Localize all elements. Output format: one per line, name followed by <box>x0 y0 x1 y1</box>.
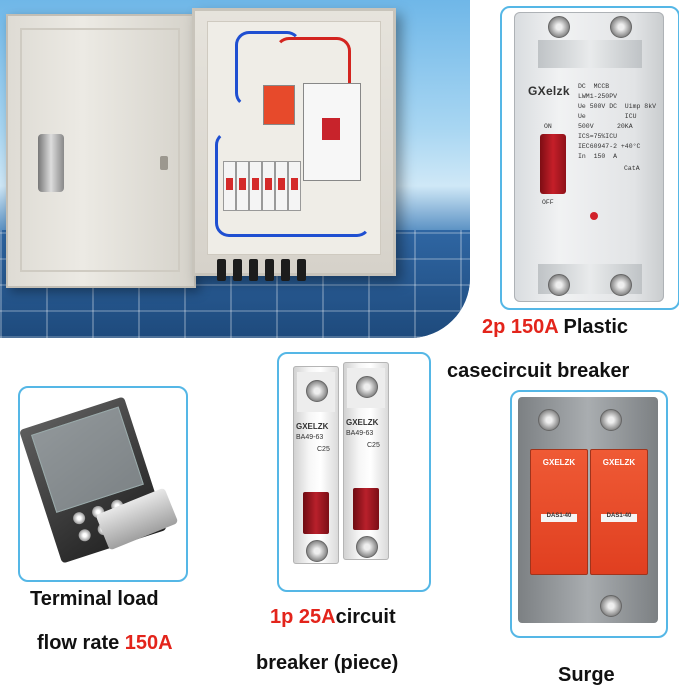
mcb-rating: C25 <box>367 442 380 449</box>
mccb-brand: GXelzk <box>528 84 570 98</box>
mc4-connector <box>265 259 274 281</box>
mc4-connector <box>233 259 242 281</box>
mc4-connector <box>297 259 306 281</box>
screw-icon <box>600 595 622 617</box>
surge-model: DAS1-40 <box>606 513 632 519</box>
installed-surge-protector <box>263 85 295 125</box>
screw-icon <box>306 380 328 402</box>
mcb-breaker-image: GXELZK BA49-63 C25 <box>293 366 339 564</box>
mcb-rating: C25 <box>317 446 330 453</box>
mcb-breaker-image: GXELZK BA49-63 C25 <box>343 362 389 560</box>
mcb-caption: 1p 25Acircuit <box>270 606 396 629</box>
terminal-caption-highlight: 150A <box>124 632 173 654</box>
installed-mcb <box>236 161 249 211</box>
screw-icon <box>548 274 570 296</box>
surge-caption: Surge <box>558 664 615 686</box>
mccb-off-label: OFF <box>542 199 554 206</box>
installed-mcb <box>262 161 275 211</box>
terminal-caption-line1: Terminal load <box>30 588 159 610</box>
door-keyhole <box>160 156 168 170</box>
mccb-spec-line: Ue 500V DC Uimp 8kV <box>578 103 657 110</box>
surge-model: DAS1-40 <box>546 513 572 519</box>
mccb-caption-highlight: 2p 150A <box>482 316 558 338</box>
installed-mcb <box>288 161 301 211</box>
screw-icon <box>77 527 93 543</box>
surge-protector-image: GXELZK DAS1-40 GXELZK DAS1-40 <box>518 397 658 623</box>
mcb-model: BA49-63 <box>296 434 324 441</box>
mccb-on-label: ON <box>544 123 552 130</box>
mc4-connector <box>217 259 226 281</box>
mccb-caption-line2: casecircuit breaker <box>447 360 630 382</box>
screw-icon <box>306 540 328 562</box>
screw-icon <box>356 536 378 558</box>
surge-brand: GXELZK <box>542 458 576 467</box>
mcb-toggle-handle <box>353 488 379 530</box>
installed-mcb <box>249 161 262 211</box>
mc4-connector <box>281 259 290 281</box>
mccb-breaker-image: GXelzk DC MCCB LWM1-250PV Ue 500V DC Uim… <box>514 12 664 302</box>
door-latch <box>38 134 64 192</box>
screw-icon <box>356 376 378 398</box>
screw-icon <box>610 274 632 296</box>
mccb-spec-line: IEC60947-2 +40°C <box>578 143 641 150</box>
mcb-caption-rest: circuit <box>335 606 396 628</box>
surge-brand: GXELZK <box>602 458 636 467</box>
mccb-caption: 2p 150A Plastic <box>482 316 628 339</box>
mccb-spec-line: LWM1-250PV <box>578 93 618 100</box>
screw-icon <box>610 16 632 38</box>
mccb-spec-line: Ue ICU <box>578 113 637 120</box>
installed-mccb <box>303 83 361 181</box>
mccb-spec-line: DC MCCB <box>578 83 610 90</box>
mccb-spec-line: In 150 A <box>578 153 618 160</box>
surge-module: GXELZK DAS1-40 <box>590 449 648 575</box>
mccb-toggle-handle <box>540 134 566 194</box>
mccb-indicator-led <box>590 212 598 220</box>
terminal-caption-line2: flow rate 150A <box>37 632 173 655</box>
screw-icon <box>538 409 560 431</box>
installed-mcb <box>275 161 288 211</box>
mcb-toggle-handle <box>303 492 329 534</box>
screw-icon <box>71 510 87 526</box>
screw-icon <box>600 409 622 431</box>
installed-mcb <box>223 161 236 211</box>
mcb-brand: GXELZK <box>346 418 379 427</box>
enclosure-photo <box>0 0 470 338</box>
mccb-caption-rest: Plastic <box>557 316 629 338</box>
mccb-spec-line: ICS=75%ICU <box>578 133 618 140</box>
terminal-caption-text: flow rate <box>37 632 125 654</box>
mcb-caption-highlight: 1p 25A <box>270 606 336 628</box>
enclosure-door <box>6 14 196 288</box>
surge-module: GXELZK DAS1-40 <box>530 449 588 575</box>
mc4-connector <box>249 259 258 281</box>
mcb-caption-line2: breaker (piece) <box>256 652 399 674</box>
mccb-spec-line: 500V 20KA <box>578 123 633 130</box>
enclosure-cabinet <box>192 8 396 281</box>
mcb-brand: GXELZK <box>296 422 329 431</box>
screw-icon <box>548 16 570 38</box>
mccb-category: CatA <box>624 165 640 172</box>
mcb-model: BA49-63 <box>346 430 374 437</box>
